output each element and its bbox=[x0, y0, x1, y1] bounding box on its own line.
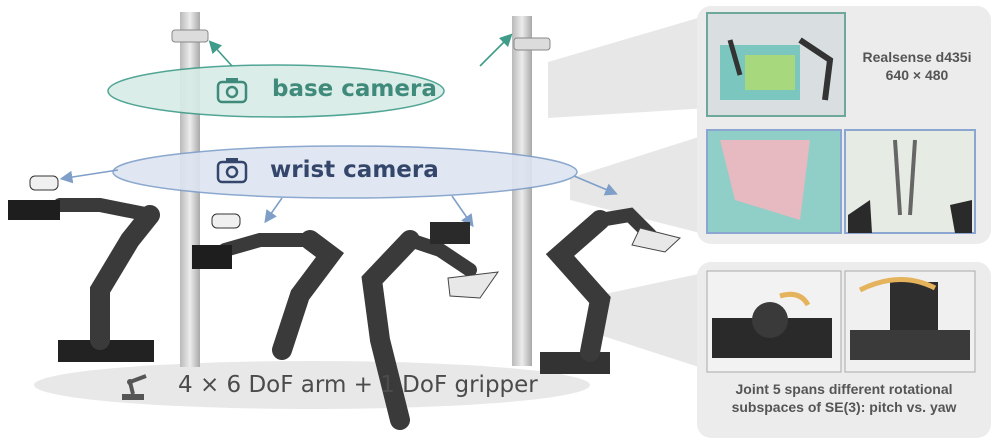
joint-caption-line1: Joint 5 spans different rotational bbox=[735, 381, 953, 397]
wrist-camera-photo-right bbox=[844, 129, 976, 234]
joint-caption-line2: subspaces of SE(3): pitch vs. yaw bbox=[731, 399, 957, 415]
base-camera-photo bbox=[706, 12, 846, 117]
joint-photo-yaw bbox=[844, 270, 976, 373]
sensor-resolution: 640 × 480 bbox=[885, 67, 949, 83]
robot-arm-3 bbox=[361, 222, 500, 430]
wrist-camera-label: wrist camera bbox=[270, 157, 439, 183]
camera-icon bbox=[216, 78, 248, 104]
camera-icon bbox=[216, 158, 248, 184]
base-arrow-right bbox=[479, 33, 513, 67]
joint-photo-pitch bbox=[706, 270, 842, 373]
robot-arm-4 bbox=[540, 207, 682, 374]
arm-config-label: 4 × 6 DoF arm + 1 DoF gripper bbox=[178, 372, 538, 398]
projection-wrist bbox=[570, 134, 708, 235]
robot-arm-icon bbox=[122, 374, 147, 400]
base-camera-ellipse bbox=[107, 64, 445, 118]
robot-arm-1 bbox=[8, 175, 160, 362]
robot-arm-2 bbox=[192, 213, 344, 360]
base-arrow-left bbox=[208, 40, 233, 67]
projection-joint bbox=[600, 272, 708, 370]
left-pole-camera bbox=[171, 29, 209, 43]
wrist-arrow-2 bbox=[264, 197, 283, 224]
wrist-arrow-3 bbox=[451, 195, 474, 228]
base-camera-label: base camera bbox=[272, 76, 437, 102]
wrist-camera-photo-left bbox=[706, 129, 842, 234]
right-pole-camera bbox=[513, 37, 551, 51]
floor-ellipse bbox=[34, 361, 590, 409]
sensor-name: Realsense d435i bbox=[862, 49, 972, 65]
wrist-arrow-4 bbox=[573, 175, 618, 196]
right-pole bbox=[512, 16, 532, 366]
projection-base bbox=[548, 15, 708, 118]
wrist-arrow-1 bbox=[59, 169, 119, 184]
